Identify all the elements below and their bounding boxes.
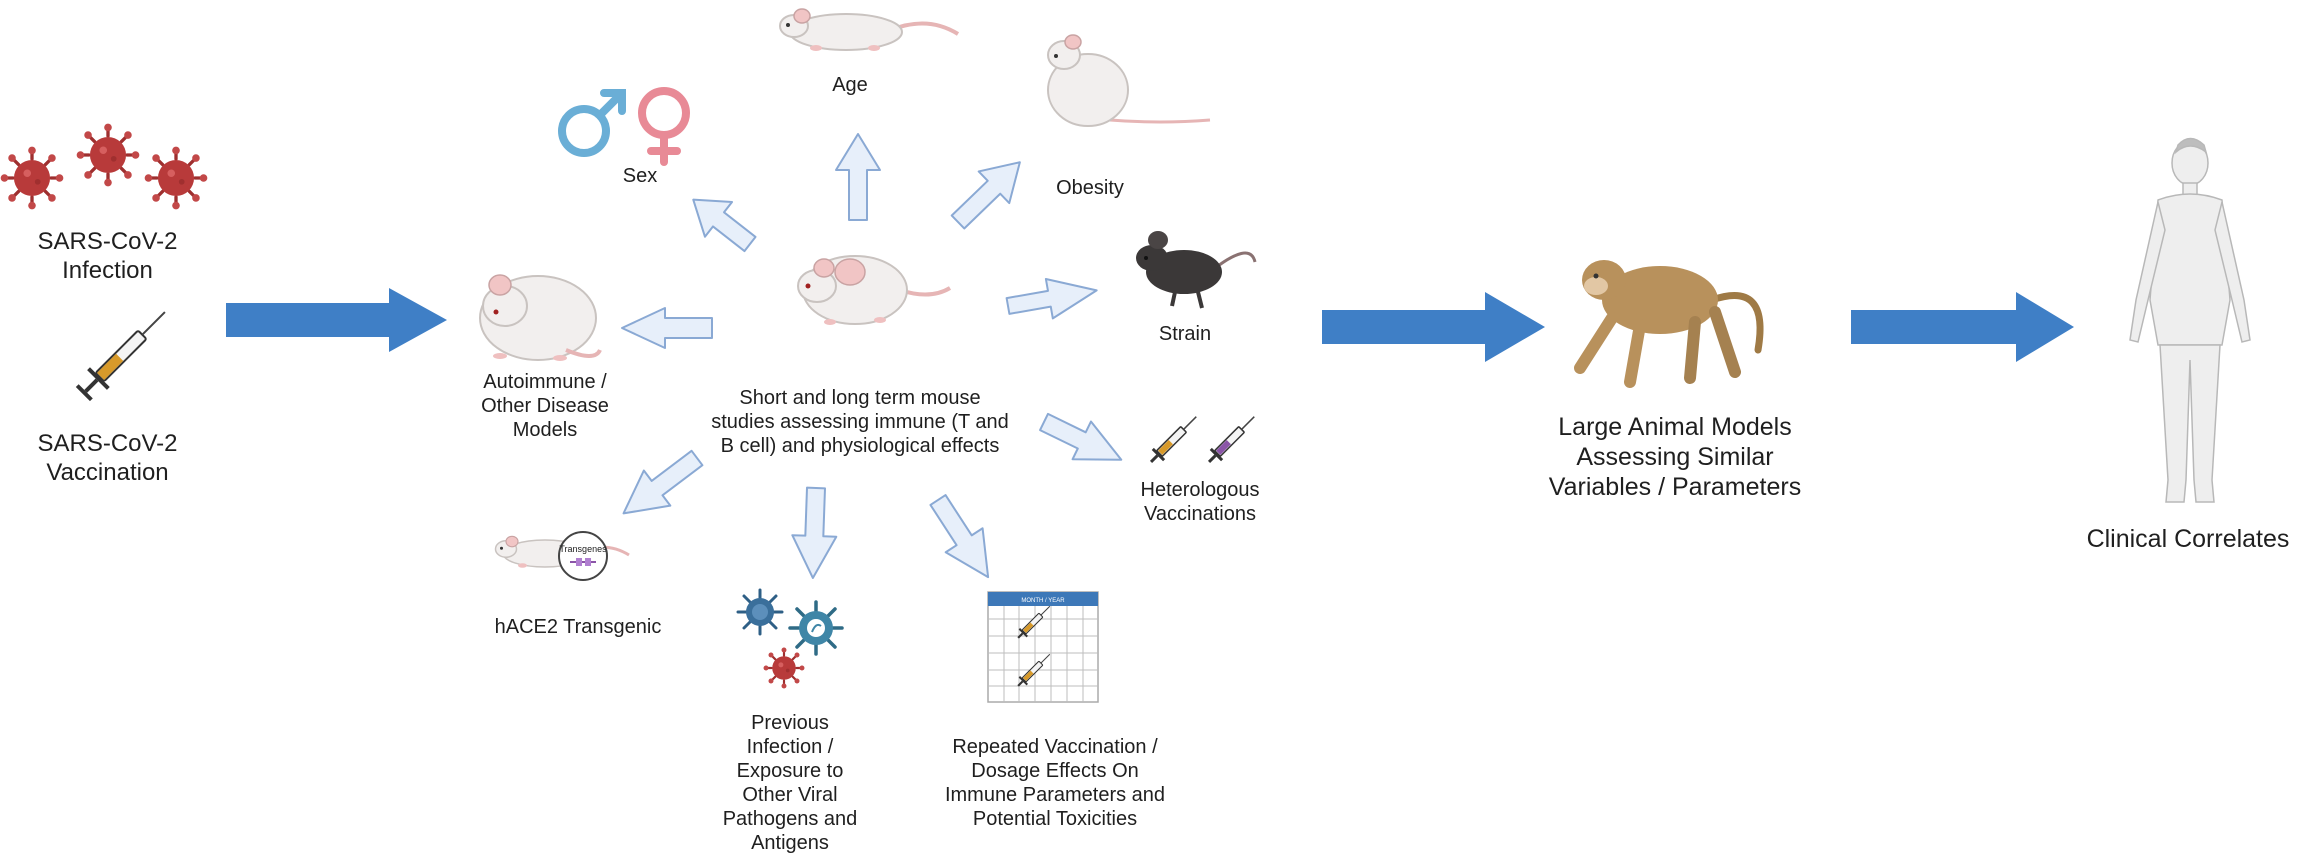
- transgenes-label: Transgenes: [559, 544, 607, 554]
- arrow-to-heterologous: [1039, 412, 1123, 461]
- male-symbol-icon: [558, 89, 626, 157]
- age-label: Age: [832, 74, 868, 96]
- sex-label: Sex: [622, 165, 658, 187]
- arrow-to-age: [835, 133, 881, 221]
- virus-icon-group: [0, 121, 210, 212]
- big-arrow-1: [226, 288, 447, 352]
- infection-label: SARS-CoV-2 Infection: [37, 228, 178, 284]
- heterologous-label: Heterologous Vaccinations: [1140, 479, 1260, 525]
- blue-virus-icon: [736, 588, 784, 636]
- teal-virus-icon: [788, 600, 844, 656]
- syringe-icon: [71, 301, 176, 406]
- red-virus-icon: [762, 646, 806, 690]
- obesity-label: Obesity: [1056, 177, 1124, 199]
- virus-icon: [74, 121, 142, 189]
- calendar-header: MONTH / YEAR: [1021, 598, 1065, 604]
- virus-icon: [0, 144, 66, 212]
- arrow-to-repeated: [929, 494, 990, 579]
- obesity-mouse-icon: [1047, 34, 1211, 127]
- black-mouse-icon: [1136, 231, 1257, 309]
- heterologous-syringe-purple-icon: [1207, 416, 1255, 464]
- hace2-label: hACE2 Transgenic: [494, 616, 662, 638]
- big-arrow-2: [1322, 292, 1545, 362]
- big-arrow-3: [1851, 292, 2074, 362]
- previous-label: Previous Infection / Exposure to Other V…: [722, 712, 858, 854]
- arrow-to-autoimmune: [621, 307, 713, 349]
- strain-label: Strain: [1158, 323, 1212, 345]
- autoimmune-mouse-icon: [479, 274, 602, 361]
- arrow-to-hace2: [622, 449, 704, 515]
- arrow-to-sex: [692, 198, 757, 253]
- monkey-icon: [1574, 260, 1764, 388]
- female-symbol-icon: [638, 87, 690, 166]
- autoimmune-label: Autoimmune / Other Disease Models: [481, 371, 609, 441]
- large-animal-label: Large Animal Models Assessing Similar Va…: [1548, 413, 1802, 501]
- big-arrows: [226, 288, 2074, 362]
- human-icon: [2129, 137, 2251, 503]
- age-mouse-icon: [778, 7, 960, 53]
- small-arrows: [621, 133, 1123, 579]
- clinical-label: Clinical Correlates: [2086, 525, 2290, 553]
- arrow-to-obesity: [950, 161, 1021, 230]
- center-label: Short and long term mouse studies assess…: [711, 387, 1009, 457]
- center-mouse-icon: [797, 255, 952, 325]
- virus-icon: [142, 144, 210, 212]
- repeated-label: Repeated Vaccination / Dosage Effects On…: [944, 736, 1166, 830]
- arrow-to-previous: [791, 486, 838, 579]
- calendar-icon: MONTH / YEAR: [987, 591, 1099, 703]
- vaccination-label: SARS-CoV-2 Vaccination: [37, 430, 178, 486]
- transgenes-badge-icon: Transgenes: [558, 531, 608, 581]
- arrow-to-strain: [1005, 278, 1098, 320]
- heterologous-syringe-orange-icon: [1144, 410, 1203, 469]
